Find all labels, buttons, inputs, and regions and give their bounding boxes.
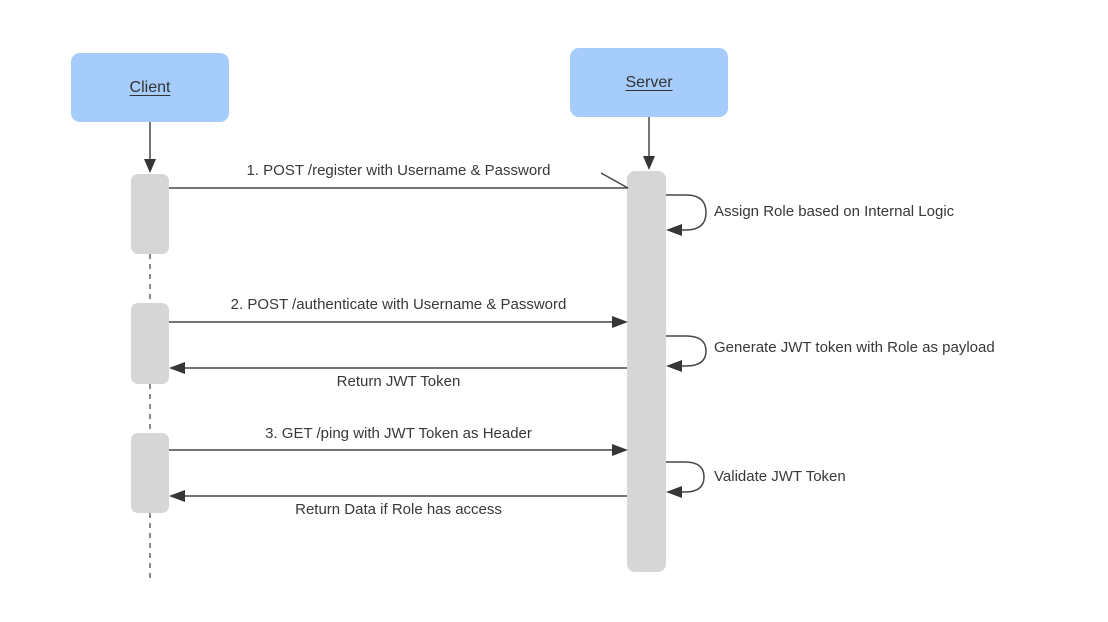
client-lifeline-start-arrow <box>144 122 156 173</box>
server-activation-bar <box>627 171 666 572</box>
message-validate-jwt-label: Validate JWT Token <box>714 468 846 485</box>
message-register-label: 1. POST /register with Username & Passwo… <box>246 162 551 179</box>
message-return-data-arrow <box>169 490 627 502</box>
client-activation-bar-1 <box>131 174 169 254</box>
server-lifeline-start-arrow <box>643 117 655 170</box>
message-return-jwt-label: Return JWT Token <box>336 373 461 390</box>
message-get-ping-arrow <box>169 444 628 456</box>
actor-client: Client <box>71 53 229 122</box>
message-return-data-label: Return Data if Role has access <box>295 501 502 518</box>
message-assign-role-label: Assign Role based on Internal Logic <box>714 203 955 220</box>
message-authenticate-arrow <box>169 316 628 328</box>
actor-client-label: Client <box>129 78 171 96</box>
actor-server: Server <box>570 48 728 117</box>
message-register-arrow <box>169 172 629 189</box>
message-return-jwt-arrow <box>169 362 627 374</box>
message-get-ping-label: 3. GET /ping with JWT Token as Header <box>265 425 532 442</box>
client-activation-bar-2 <box>131 303 169 384</box>
self-loop-generate-jwt <box>666 335 707 372</box>
actor-server-label: Server <box>625 73 673 91</box>
self-loop-validate-jwt <box>666 461 705 498</box>
client-activation-bar-3 <box>131 433 169 513</box>
message-authenticate-label: 2. POST /authenticate with Username & Pa… <box>230 296 567 313</box>
self-loop-assign-role <box>666 194 707 236</box>
message-generate-jwt-label: Generate JWT token with Role as payload <box>714 339 995 356</box>
